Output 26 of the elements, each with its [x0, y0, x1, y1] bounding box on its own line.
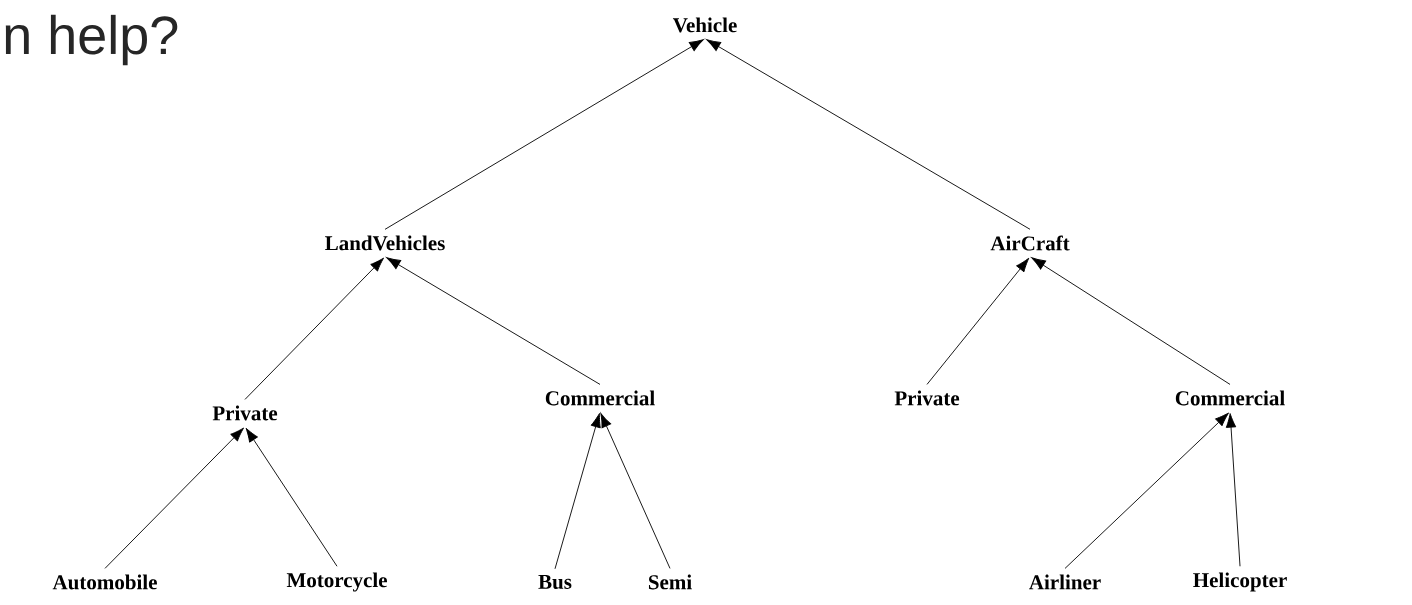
class-label: Commercial — [1175, 390, 1285, 406]
arrow — [600, 413, 671, 569]
class-label: Semi — [648, 574, 692, 590]
class-label: Private — [212, 405, 278, 421]
arrow — [245, 427, 338, 567]
arrow — [1031, 257, 1231, 385]
arrow — [706, 39, 1031, 230]
arrow — [386, 257, 601, 385]
class-label: AirCraft — [990, 235, 1070, 251]
arrow — [554, 413, 601, 570]
arrow — [244, 257, 385, 400]
class-label: Helicopter — [1193, 572, 1287, 592]
heading-text: n help? — [5, 14, 178, 66]
class-label: Vehicle — [672, 17, 737, 33]
class-label: Automobile — [52, 574, 157, 590]
class-label: Bus — [538, 575, 572, 589]
class-label: Airliner — [1029, 574, 1101, 590]
class-label: Motorcycle — [286, 572, 387, 592]
arrow — [384, 39, 704, 230]
class-label: Commercial — [545, 390, 655, 406]
arrow — [1225, 413, 1241, 567]
arrow — [1064, 412, 1229, 569]
class-label: Private — [894, 390, 960, 406]
arrow — [926, 257, 1030, 385]
arrow — [104, 427, 245, 569]
class-label: LandVehicles — [325, 235, 445, 251]
